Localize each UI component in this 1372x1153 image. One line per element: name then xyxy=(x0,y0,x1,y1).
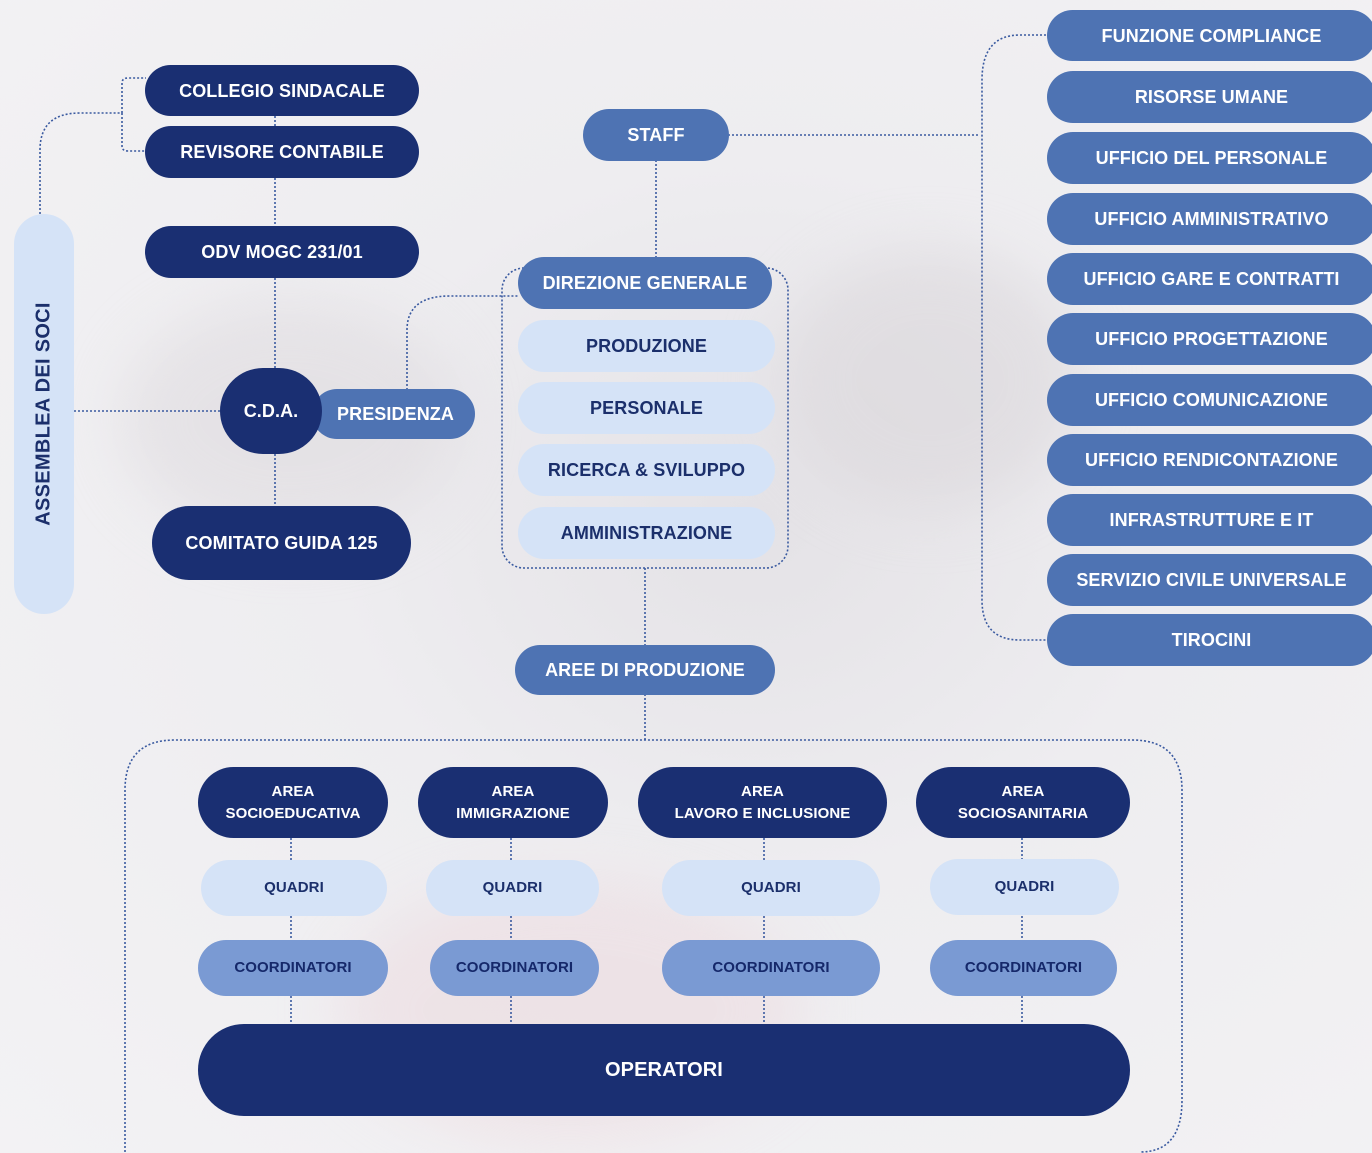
area-immigrazione-node: AREA IMMIGRAZIONE xyxy=(418,767,608,838)
area-lavoro-inclusione-node: AREA LAVORO E INCLUSIONE xyxy=(638,767,887,838)
office-funzione-compliance: FUNZIONE COMPLIANCE xyxy=(1047,10,1372,61)
office-servizio-civile: SERVIZIO CIVILE UNIVERSALE xyxy=(1047,554,1372,606)
office-rendicontazione: UFFICIO RENDICONTAZIONE xyxy=(1047,434,1372,486)
area-line2: SOCIOSANITARIA xyxy=(957,804,1089,822)
office-risorse-umane: RISORSE UMANE xyxy=(1047,71,1372,123)
staff-node: STAFF xyxy=(583,109,729,161)
connector-offices-bracket xyxy=(981,34,1046,641)
connector-assemblea-top xyxy=(39,112,122,214)
collegio-sindacale-node: COLLEGIO SINDACALE xyxy=(145,65,419,116)
operatori-node: OPERATORI xyxy=(198,1024,1130,1116)
cda-node: C.D.A. xyxy=(220,368,322,454)
direzione-item-produzione: PRODUZIONE xyxy=(518,320,775,372)
area-line2: LAVORO E INCLUSIONE xyxy=(674,804,851,822)
connector-revisore xyxy=(121,113,146,152)
coordinatori-node-2: COORDINATORI xyxy=(430,940,599,996)
direzione-item-amministrazione: AMMINISTRAZIONE xyxy=(518,507,775,559)
office-ufficio-amministrativo: UFFICIO AMMINISTRATIVO xyxy=(1047,193,1372,245)
coordinatori-node-1: COORDINATORI xyxy=(198,940,388,996)
revisore-contabile-node: REVISORE CONTABILE xyxy=(145,126,419,178)
coordinatori-node-4: COORDINATORI xyxy=(930,940,1117,996)
area-line1: AREA xyxy=(741,782,784,800)
area-socioeducativa-node: AREA SOCIOEDUCATIVA xyxy=(198,767,388,838)
direzione-generale-node: DIREZIONE GENERALE xyxy=(518,257,772,309)
areas-group-outline xyxy=(124,739,1183,1153)
connector-collegio xyxy=(121,77,146,113)
area-line1: AREA xyxy=(271,782,315,800)
area-sociosanitaria-node: AREA SOCIOSANITARIA xyxy=(916,767,1130,838)
area-line2: IMMIGRAZIONE xyxy=(456,804,570,822)
quadri-node-1: QUADRI xyxy=(201,860,387,916)
office-gare-contratti: UFFICIO GARE E CONTRATTI xyxy=(1047,253,1372,305)
area-line1: AREA xyxy=(491,782,535,800)
connector-presidenza-direzione xyxy=(406,295,518,390)
office-infrastrutture-it: INFRASTRUTTURE E IT xyxy=(1047,494,1372,546)
quadri-node-2: QUADRI xyxy=(426,860,599,916)
area-line2: SOCIOEDUCATIVA xyxy=(225,804,361,822)
presidenza-node: PRESIDENZA xyxy=(312,389,475,439)
comitato-guida-node: COMITATO GUIDA 125 xyxy=(152,506,411,580)
quadri-node-3: QUADRI xyxy=(662,860,880,916)
office-ufficio-personale: UFFICIO DEL PERSONALE xyxy=(1047,132,1372,184)
office-tirocini: TIROCINI xyxy=(1047,614,1372,666)
direzione-item-personale: PERSONALE xyxy=(518,382,775,434)
direzione-item-ricerca: RICERCA & SVILUPPO xyxy=(518,444,775,496)
quadri-node-4: QUADRI xyxy=(930,859,1119,915)
odv-node: ODV MOGC 231/01 xyxy=(145,226,419,278)
office-progettazione: UFFICIO PROGETTAZIONE xyxy=(1047,313,1372,365)
coordinatori-node-3: COORDINATORI xyxy=(662,940,880,996)
assemblea-dei-soci: ASSEMBLEA DEI SOCI xyxy=(14,214,74,614)
area-line1: AREA xyxy=(1001,782,1045,800)
assemblea-label: ASSEMBLEA DEI SOCI xyxy=(32,302,55,526)
office-comunicazione: UFFICIO COMUNICAZIONE xyxy=(1047,374,1372,426)
aree-produzione-node: AREE DI PRODUZIONE xyxy=(515,645,775,695)
background-shade xyxy=(780,250,1080,510)
